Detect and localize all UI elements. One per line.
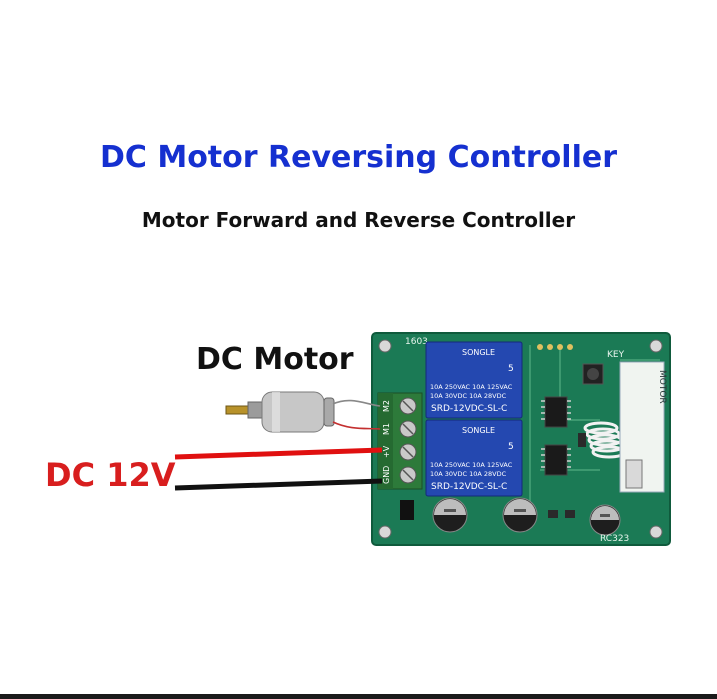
relay-2-rating-2: 10A 30VDC 10A 28VDC xyxy=(430,470,507,478)
motor-label: DC Motor xyxy=(196,342,354,377)
header-pin-2 xyxy=(547,344,553,350)
receiver-component xyxy=(625,459,643,489)
smd-part-1 xyxy=(548,510,558,518)
relay-2-rating-1: 10A 250VAC 10A 125VAC xyxy=(430,461,513,469)
mount-hole-bottom-right xyxy=(649,525,663,539)
ic-chip-2 xyxy=(544,444,568,476)
terminal-screw-slots xyxy=(402,400,414,481)
motor-body xyxy=(261,391,325,433)
ic-chip-1 xyxy=(544,396,568,428)
relay-1-pin-mark: 5 xyxy=(508,364,514,374)
header-pin-3 xyxy=(557,344,563,350)
capacitor-2 xyxy=(502,497,538,533)
page-subtitle: Motor Forward and Reverse Controller xyxy=(141,208,576,232)
power-wire-negative xyxy=(174,478,383,491)
motor-end-cap xyxy=(323,397,335,427)
relay-1-rating-1: 10A 250VAC 10A 125VAC xyxy=(430,383,513,391)
key-label: KEY xyxy=(607,350,625,360)
smd-transistor-1 xyxy=(400,500,414,520)
dc-motor-icon xyxy=(225,391,335,433)
relay-2-model: SRD-12VDC-SL-C xyxy=(431,482,507,492)
terminal-label-m1: M1 xyxy=(382,423,391,435)
push-button-icon xyxy=(582,363,604,385)
terminal-label-gnd: GND xyxy=(382,466,391,484)
relay-2-pin-mark: 5 xyxy=(508,442,514,452)
motor-shaft-collar xyxy=(247,401,263,419)
pin-header xyxy=(537,344,573,350)
relay-1-rating-2: 10A 30VDC 10A 28VDC xyxy=(430,392,507,400)
terminal-label-v: +V xyxy=(382,445,391,458)
header-pin-4 xyxy=(567,344,573,350)
capacitor-3 xyxy=(589,504,621,536)
relay-2: SONGLE 5 10A 250VAC 10A 125VAC 10A 30VDC… xyxy=(425,419,523,497)
relay-2-brand: SONGLE xyxy=(462,426,495,435)
relay-1-model: SRD-12VDC-SL-C xyxy=(431,404,507,414)
power-label: DC 12V xyxy=(45,456,176,494)
power-wire-positive xyxy=(174,447,383,460)
ic-pins xyxy=(541,400,571,468)
relay-1: SONGLE 5 10A 250VAC 10A 125VAC 10A 30VDC… xyxy=(425,341,523,419)
mount-hole-bottom-left xyxy=(378,525,392,539)
mount-hole-top-right xyxy=(649,339,663,353)
relay-2-body xyxy=(425,419,523,497)
relay-1-brand: SONGLE xyxy=(462,348,495,357)
smd-part-3 xyxy=(578,433,586,447)
capacitor-1 xyxy=(432,497,468,533)
board-code: 1603 xyxy=(405,337,428,347)
model-silk-label: RC323 xyxy=(600,534,629,544)
terminal-label-strip xyxy=(378,393,393,489)
relay-1-body xyxy=(425,341,523,419)
bottom-border xyxy=(0,694,717,699)
mount-hole-top-left xyxy=(378,339,392,353)
motor-highlight xyxy=(272,392,280,432)
motor-silk-label: MOTOR xyxy=(657,370,667,404)
terminal-label-m2: M2 xyxy=(382,400,391,412)
motor-wire-m1 xyxy=(332,421,381,430)
screw-terminal: M2 M1 +V GND xyxy=(377,392,423,490)
motor-wire-m2 xyxy=(332,399,381,407)
controller-board: 1603 M2 M1 +V GND SONGLE 5 10A 250VAC 10… xyxy=(371,332,671,546)
page-title: DC Motor Reversing Controller xyxy=(99,140,618,175)
smd-part-2 xyxy=(565,510,575,518)
header-pin-1 xyxy=(537,344,543,350)
